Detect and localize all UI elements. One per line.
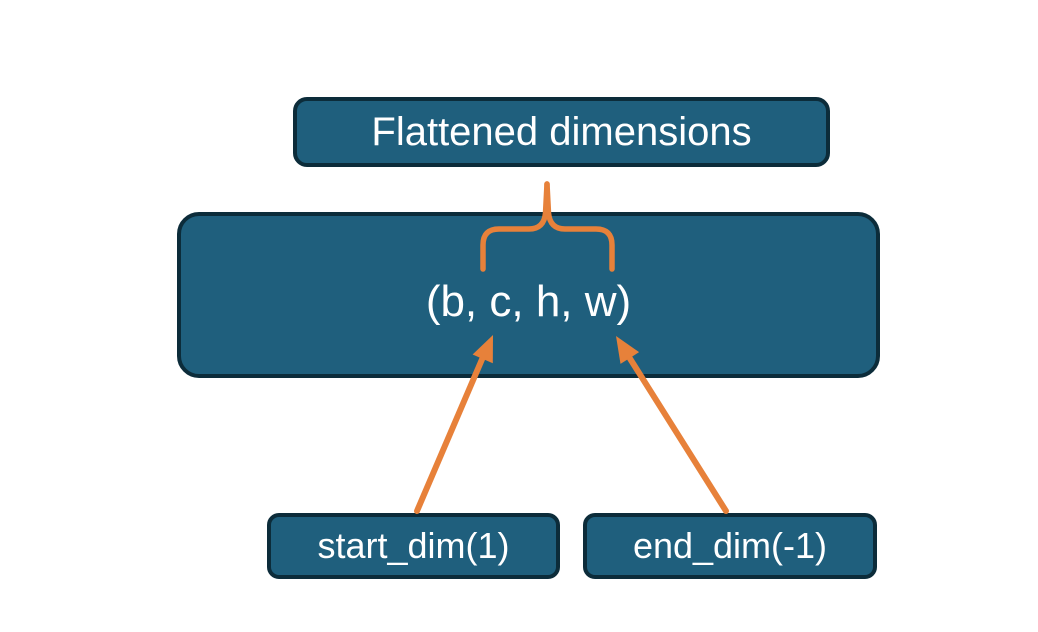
start-dim-box: start_dim(1) [267,513,560,579]
flattened-dimensions-box: Flattened dimensions [293,97,830,167]
flattened-dimensions-label: Flattened dimensions [371,109,752,154]
tensor-shape-label: (b, c, h, w) [425,277,632,326]
tensor-shape-box: (b, c, h, w) [177,212,880,378]
start-dim-label: start_dim(1) [317,525,510,566]
end-dim-label: end_dim(-1) [632,525,828,566]
end-dim-box: end_dim(-1) [583,513,877,579]
